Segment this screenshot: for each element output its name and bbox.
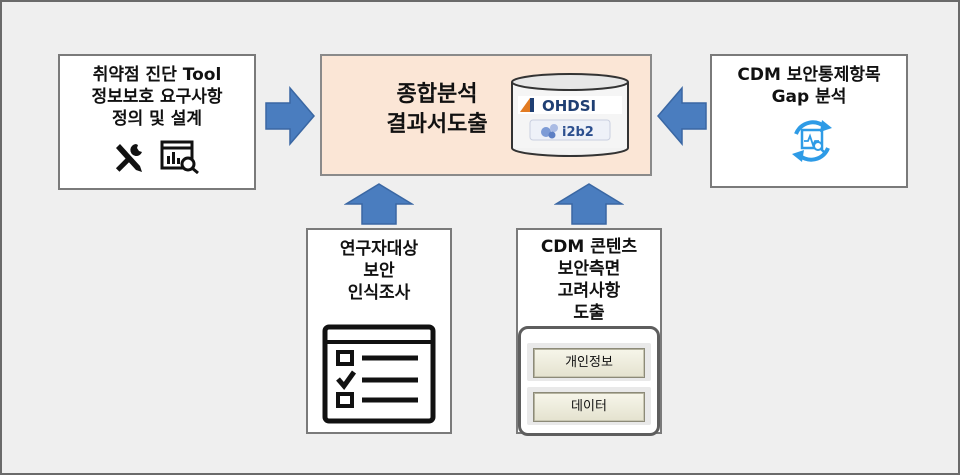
button-group: 개인정보 데이터 [518,326,660,436]
bottom-left-line-3: 인식조사 [347,283,411,303]
bottom-left-line-1: 연구자대상 [339,239,419,259]
arrow-up-left [344,183,414,225]
arrow-up-right [554,183,624,225]
data-button[interactable]: 데이터 [533,392,645,422]
right-box-line-1: CDM 보안통제항목 [737,65,881,85]
bottom-left-line-2: 보안 [363,261,395,281]
chart-search-icon [160,140,199,174]
center-title: 종합분석 결과서도출 [352,80,522,140]
checklist-icon [322,324,436,424]
left-box: 취약점 진단 Tool 정보보호 요구사항 정의 및 설계 [58,54,256,190]
tools-icon [115,144,142,172]
bottom-right-line-1: CDM 콘텐츠 [540,237,638,257]
bottom-right-line-2: 보안측면 [557,259,621,279]
center-line-1: 종합분석 [396,82,478,107]
personal-info-button[interactable]: 개인정보 [533,348,645,378]
refresh-search-icon [792,120,832,162]
center-box: 종합분석 결과서도출 OHDSI i2b2 [320,54,652,176]
center-line-2: 결과서도출 [386,112,488,137]
bottom-right-line-4: 도출 [573,303,605,323]
right-box-line-2: Gap 분석 [771,87,847,107]
arrow-right [265,86,315,146]
left-box-line-1: 취약점 진단 Tool [92,65,222,85]
i2b2-label: i2b2 [562,125,594,140]
right-box: CDM 보안통제항목 Gap 분석 [710,54,908,188]
arrow-left [657,86,707,146]
left-box-line-3: 정의 및 설계 [111,109,203,129]
left-box-line-2: 정보보호 요구사항 [91,87,223,107]
database-icon: OHDSI i2b2 [511,73,629,157]
bottom-right-line-3: 고려사항 [557,281,621,301]
bottom-left-box: 연구자대상 보안 인식조사 [306,228,452,434]
ohdsi-label: OHDSI [542,97,596,115]
